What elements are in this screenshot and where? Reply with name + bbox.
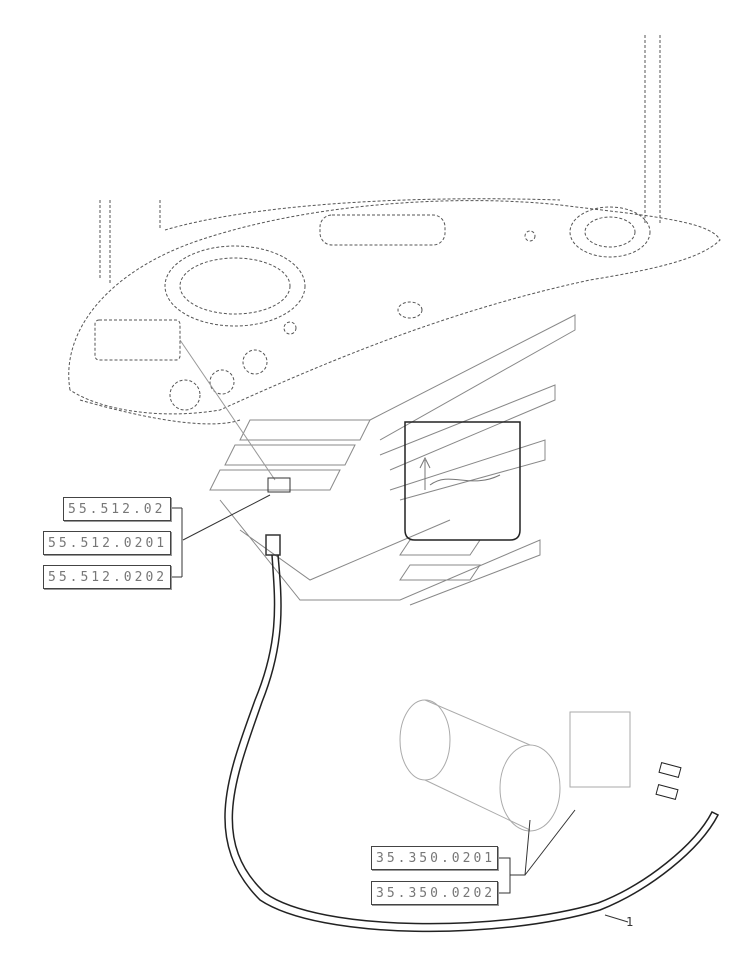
reference-label-55-512-0201[interactable]: 55.512.0201 bbox=[43, 531, 171, 555]
terminals bbox=[655, 761, 682, 801]
motor-drawing bbox=[399, 699, 631, 832]
detail-arrow-icon bbox=[419, 456, 501, 490]
detail-frame bbox=[404, 421, 521, 541]
wiring-harness bbox=[224, 554, 720, 933]
cab-dashboard-outline bbox=[68, 35, 721, 425]
reference-label-35-350-0202[interactable]: 35.350.0202 bbox=[371, 881, 498, 905]
reference-label-35-350-0201[interactable]: 35.350.0201 bbox=[371, 846, 498, 870]
switch-leaders bbox=[179, 339, 291, 556]
reference-label-55-512-02[interactable]: 55.512.02 bbox=[63, 497, 171, 521]
reference-label-55-512-0202[interactable]: 55.512.0202 bbox=[43, 565, 171, 589]
lower-leaders bbox=[170, 507, 629, 923]
item-number-label: 1 bbox=[626, 915, 634, 929]
